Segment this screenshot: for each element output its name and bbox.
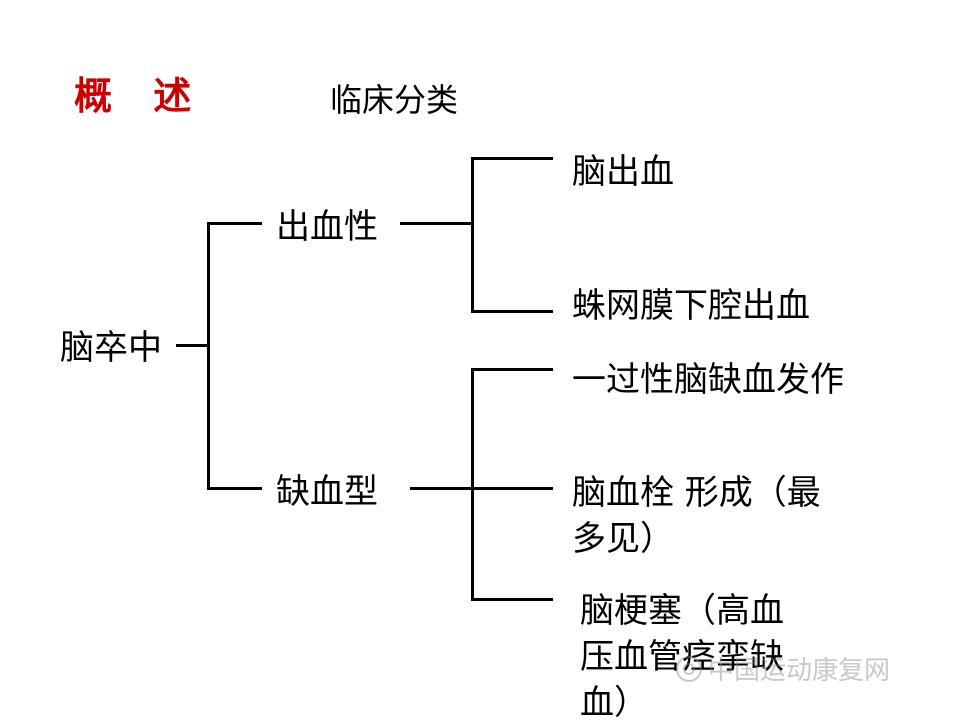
- node-leaf-1-2: 蛛网膜下腔出血: [572, 286, 810, 326]
- connector-branch-2-vertical: [471, 368, 474, 601]
- slide-title: 概 述: [74, 74, 206, 118]
- slide-subtitle: 临床分类: [330, 81, 459, 119]
- connector-leaf-2-3: [471, 598, 553, 601]
- connector-leaf-2-1: [471, 368, 553, 371]
- connector-leaf-1-1: [471, 157, 553, 160]
- node-leaf-2-3: 脑梗塞（高血压血管痉挛缺血）: [580, 591, 784, 720]
- connector-branch-1-out: [400, 222, 473, 225]
- connector-root-vertical: [207, 222, 210, 490]
- connector-root: [176, 344, 209, 347]
- connector-leaf-2-2: [471, 487, 553, 490]
- node-root: 脑卒中: [60, 328, 162, 368]
- wechat-icon: [676, 656, 702, 682]
- node-leaf-2-2: 脑血栓 形成（最多见）: [572, 473, 821, 559]
- connector-branch-2: [207, 487, 262, 490]
- connector-branch-1-vertical: [471, 157, 474, 313]
- connector-branch-2-out: [410, 487, 473, 490]
- connector-branch-1: [207, 222, 262, 225]
- node-leaf-2-1: 一过性脑缺血发作: [572, 360, 844, 400]
- node-leaf-1-1: 脑出血: [572, 152, 674, 192]
- node-branch-2: 缺血型: [276, 472, 378, 512]
- watermark-text: 中国运动康复网: [708, 656, 891, 686]
- node-branch-1: 出血性: [276, 207, 378, 247]
- connector-leaf-1-2: [471, 310, 553, 313]
- watermark: 中国运动康复网: [676, 656, 890, 686]
